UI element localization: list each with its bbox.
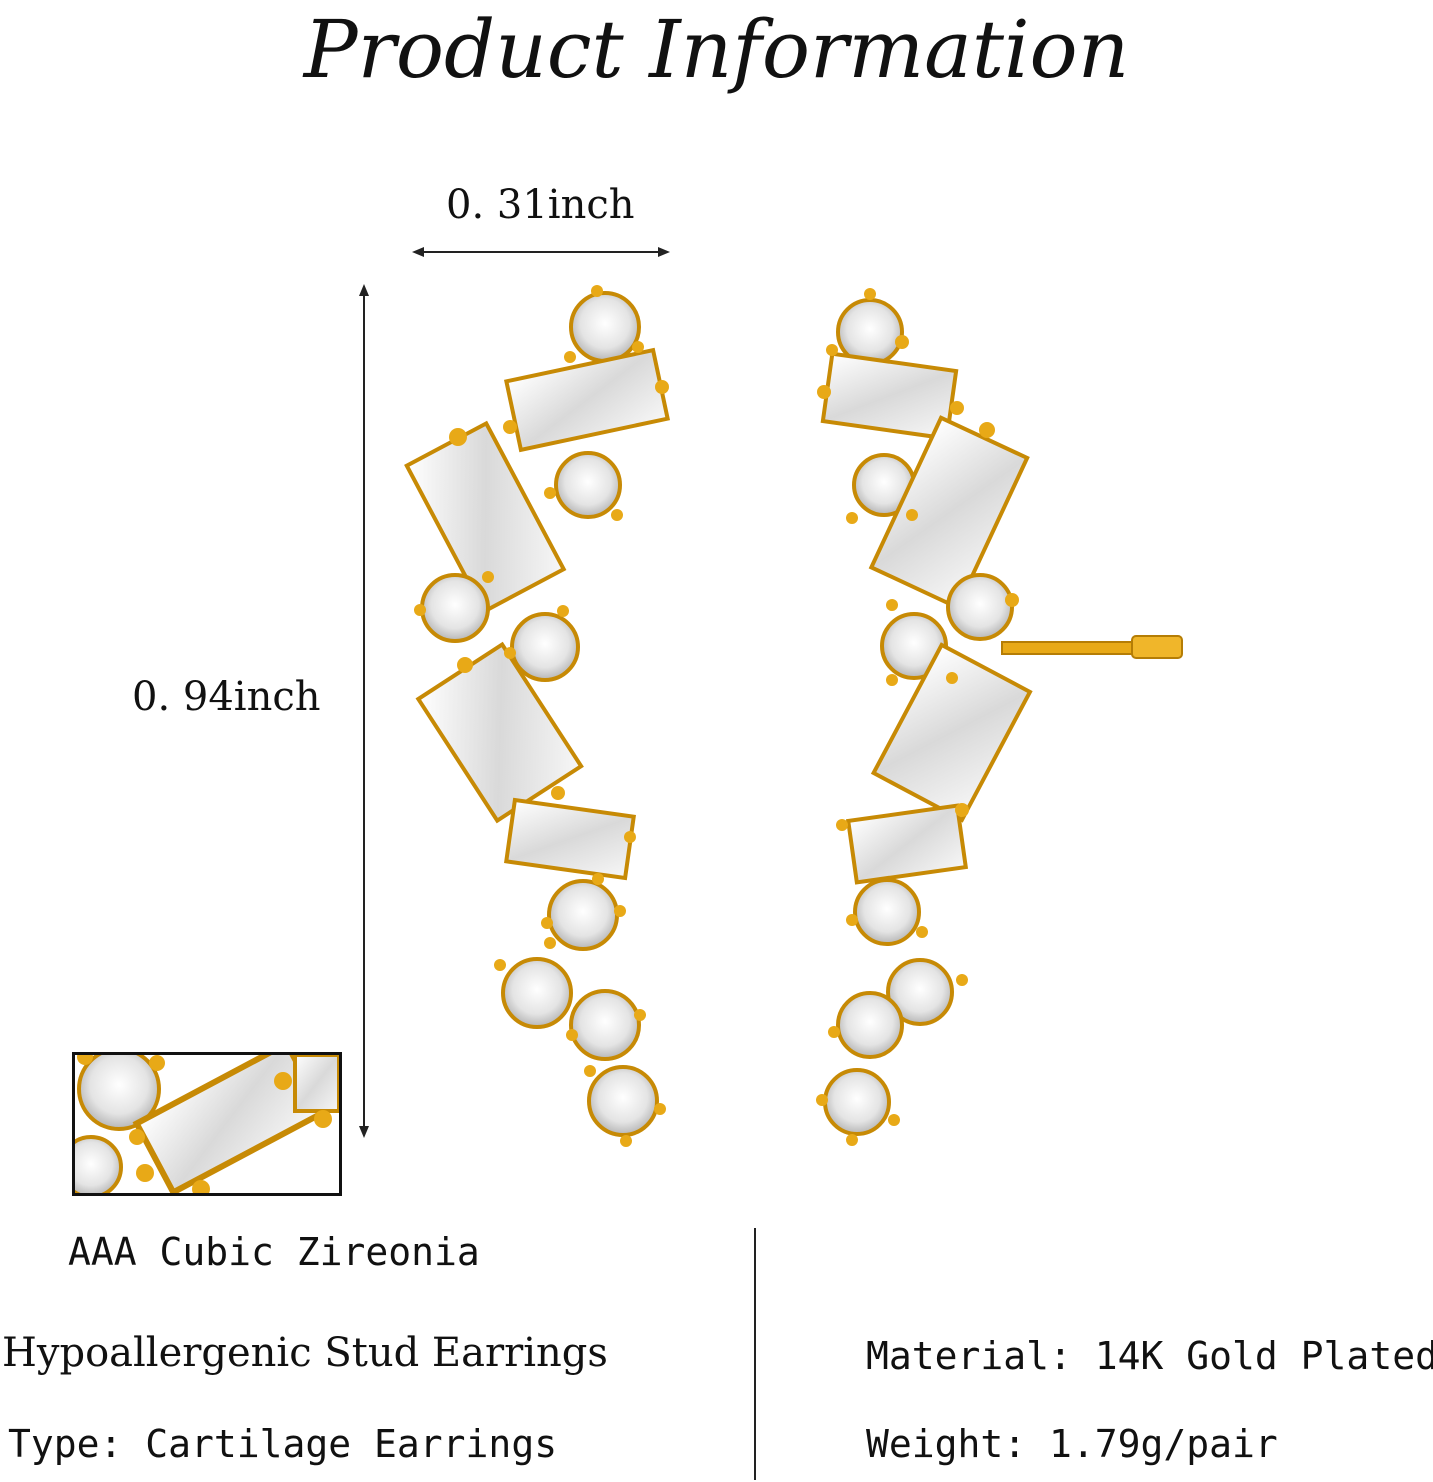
height-dimension-arrow xyxy=(359,284,369,1138)
material-spec: Material: 14K Gold Plated xyxy=(866,1334,1433,1378)
height-dimension-label: 0. 94inch xyxy=(132,674,321,720)
earring-front-image xyxy=(404,285,671,1147)
stone-closeup-box xyxy=(72,1052,342,1196)
weight-spec: Weight: 1.79g/pair xyxy=(866,1422,1278,1466)
stone-label: AAA Cubic Zireonia xyxy=(68,1230,480,1274)
product-name: Hypoallergenic Stud Earrings xyxy=(2,1330,608,1376)
stone-closeup-image xyxy=(75,1055,339,1193)
width-dimension-label: 0. 31inch xyxy=(446,182,635,228)
earring-side-image xyxy=(816,288,1183,1146)
page-title: Product Information xyxy=(303,3,1130,96)
vertical-divider xyxy=(754,1228,756,1480)
width-dimension-arrow xyxy=(412,247,670,257)
type-spec: Type: Cartilage Earrings xyxy=(8,1422,558,1466)
